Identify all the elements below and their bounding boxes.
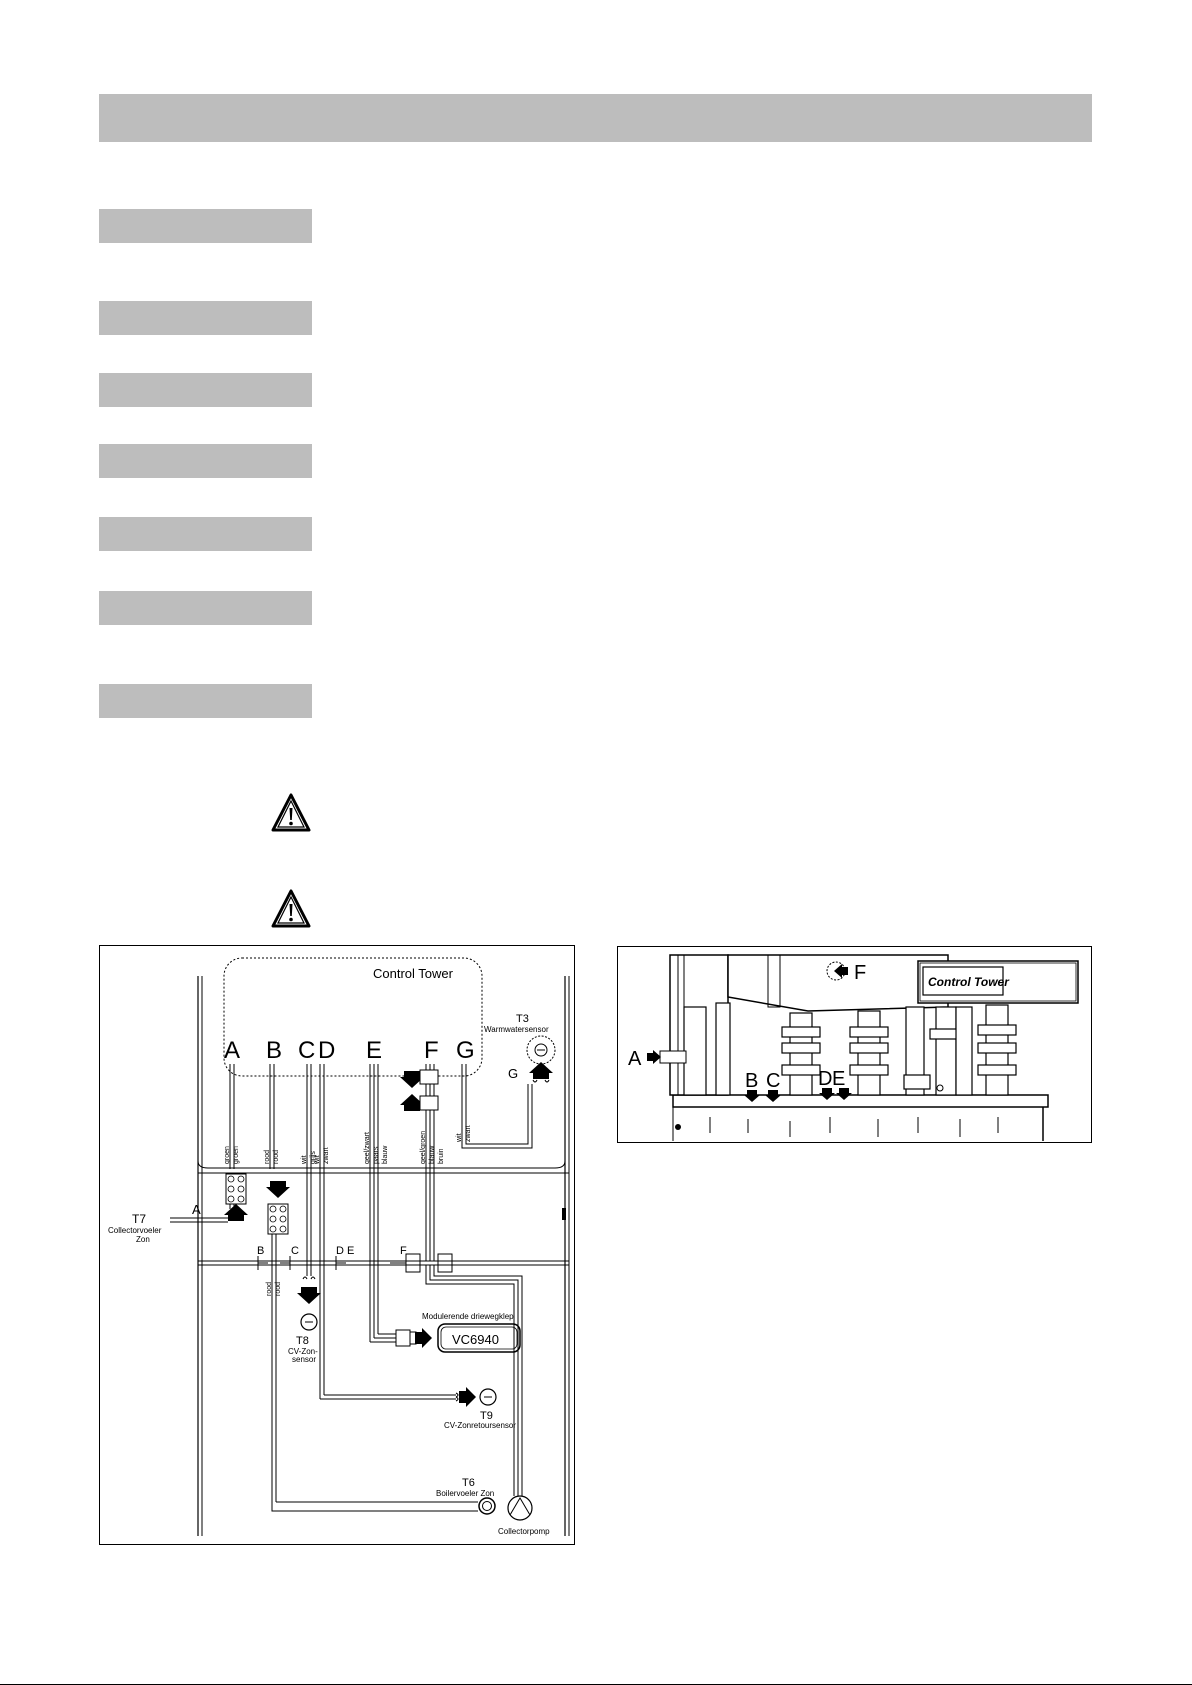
photo-label-a: A xyxy=(628,1048,642,1070)
feedthrough-de: D E xyxy=(336,1245,354,1257)
terminal-d: D xyxy=(318,1037,335,1064)
t7-name-1: Collectorvoeler xyxy=(108,1226,162,1235)
valve-model: VC6940 xyxy=(452,1332,499,1347)
terminal-a: A xyxy=(224,1037,240,1064)
t9-name: CV-Zonretoursensor xyxy=(444,1421,516,1430)
svg-text:rood: rood xyxy=(275,1282,282,1296)
svg-text:grijs: grijs xyxy=(310,1151,317,1164)
t7-terminal: A xyxy=(192,1202,201,1217)
t8-name-2: sensor xyxy=(292,1355,316,1364)
arrow-right-icon xyxy=(415,1328,432,1348)
subsection-bar-2 xyxy=(99,301,312,335)
subsection-bar-3 xyxy=(99,373,312,407)
svg-text:bruin: bruin xyxy=(438,1148,445,1164)
subsection-bar-6 xyxy=(99,591,312,625)
photo-label-c: C xyxy=(766,1070,780,1092)
wiring-diagram-frame: Control Tower A B C D E F G T3 Warmwater… xyxy=(99,945,575,1545)
svg-text:wit: wit xyxy=(456,1133,463,1143)
svg-text:geel/groen: geel/groen xyxy=(420,1131,427,1164)
svg-text:rood: rood xyxy=(273,1150,280,1164)
svg-text:rood: rood xyxy=(266,1282,273,1296)
t6-sensor-icon xyxy=(478,1497,496,1515)
feedthrough-c: C xyxy=(291,1245,299,1257)
svg-text:wit: wit xyxy=(314,1155,321,1165)
svg-text:zwart: zwart xyxy=(465,1125,472,1142)
svg-text:blauw: blauw xyxy=(429,1145,436,1164)
t7-code: T7 xyxy=(132,1212,146,1226)
svg-text:groen: groen xyxy=(233,1146,240,1164)
subsection-bar-4 xyxy=(99,444,312,478)
photo-badge: Control Tower xyxy=(928,975,1010,989)
subsection-bar-7 xyxy=(99,684,312,718)
valve-box xyxy=(437,1323,521,1353)
t9-code: T9 xyxy=(480,1410,493,1422)
terminal-f: F xyxy=(424,1037,439,1064)
svg-text:rood: rood xyxy=(264,1150,271,1164)
terminal-c: C xyxy=(298,1037,315,1064)
collector-pump-label: Collectorpomp xyxy=(498,1527,550,1536)
subsection-bar-5 xyxy=(99,517,312,551)
arrow-up-icon xyxy=(529,1062,553,1079)
svg-text:paars: paars xyxy=(373,1146,380,1164)
t7-name-2: Zon xyxy=(136,1235,150,1244)
t3-terminal: G xyxy=(508,1066,518,1081)
t8-code: T8 xyxy=(296,1335,309,1347)
wiring-diagram: Control Tower A B C D E F G T3 Warmwater… xyxy=(108,957,570,1536)
valve-title: Modulerende driewegklep xyxy=(422,1312,514,1321)
photo-label-e: E xyxy=(832,1068,845,1090)
terminal-g: G xyxy=(456,1037,475,1064)
control-tower-photo: Control Tower A F B C D E xyxy=(628,954,1079,1141)
arrow-down-icon xyxy=(297,1287,321,1304)
t9-sensor-icon xyxy=(479,1388,497,1406)
photo-label-b: B xyxy=(745,1070,758,1092)
section-header-bar xyxy=(99,94,1092,142)
control-tower-title: Control Tower xyxy=(373,966,454,981)
t3-name: Warmwatersensor xyxy=(484,1025,549,1034)
terminal-b: B xyxy=(266,1037,282,1064)
control-tower-photo-frame: Control Tower A F B C D E xyxy=(617,946,1092,1143)
feedthrough-b: B xyxy=(257,1245,264,1257)
svg-text:zwart: zwart xyxy=(323,1147,330,1164)
photo-label-d: D xyxy=(818,1068,832,1090)
warning-triangle-icon xyxy=(271,793,311,832)
terminal-e: E xyxy=(366,1037,382,1064)
t3-code: T3 xyxy=(516,1013,529,1025)
t8-sensor-icon xyxy=(300,1313,318,1331)
arrow-right-icon xyxy=(459,1387,476,1407)
terminal-letters: A B C D E F G xyxy=(224,1037,475,1064)
arrow-down-icon xyxy=(266,1181,290,1198)
warning-triangle-icon xyxy=(271,889,311,928)
t8-name-1: CV-Zon- xyxy=(288,1347,318,1356)
photo-label-f: F xyxy=(854,962,866,984)
arrow-right-icon xyxy=(647,1050,661,1064)
svg-text:groen: groen xyxy=(224,1146,231,1164)
subsection-bar-1 xyxy=(99,209,312,243)
feedthrough-f: F xyxy=(400,1245,407,1257)
collector-pump-icon xyxy=(507,1495,533,1521)
svg-text:blauw: blauw xyxy=(382,1145,389,1164)
t6-name: Boilervoeler Zon xyxy=(436,1489,494,1498)
svg-text:geel/zwart: geel/zwart xyxy=(364,1132,371,1164)
t6-code: T6 xyxy=(462,1477,475,1489)
svg-text:wit: wit xyxy=(301,1155,308,1165)
